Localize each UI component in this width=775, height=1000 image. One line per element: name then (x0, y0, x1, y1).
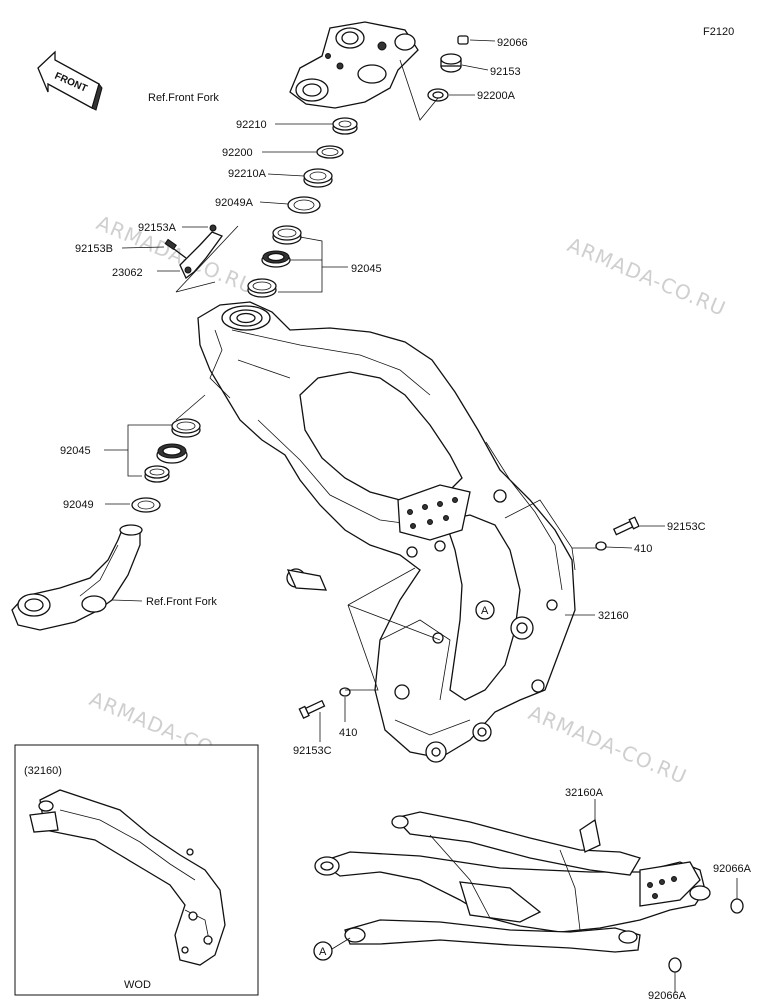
label-32160: 32160 (598, 610, 629, 622)
label-ref-front-fork-top: Ref.Front Fork (148, 92, 219, 104)
front-arrow-icon: FRONT (37, 50, 103, 111)
label-92153: 92153 (490, 66, 521, 78)
inset-label: (32160) (24, 765, 62, 777)
label-92153A: 92153A (138, 222, 177, 234)
label-92153B: 92153B (75, 243, 113, 255)
label-92045-lower: 92045 (60, 445, 91, 457)
label-23062: 23062 (112, 267, 143, 279)
label-32160A: 32160A (565, 787, 604, 799)
callout-a-upper: A (481, 605, 489, 617)
callout-a-lower: A (319, 946, 327, 958)
top-cap-parts (399, 35, 496, 121)
label-92066A-upper: 92066A (713, 863, 752, 875)
frame-bolts: A (298, 499, 665, 742)
inset-caption: WOD (124, 979, 151, 991)
label-92066-top: 92066 (497, 37, 528, 49)
bracket-23062 (121, 224, 239, 293)
label-92210: 92210 (236, 119, 267, 131)
label-92049: 92049 (63, 499, 94, 511)
part-labels: 92066 92153 92200A Ref.Front Fork 92210 … (60, 37, 752, 1000)
label-92200A: 92200A (477, 90, 516, 102)
watermark-top-right: ARMADA-CO.RU (564, 233, 730, 321)
subframe-32160A: A (313, 799, 744, 993)
label-ref-front-fork-bottom: Ref.Front Fork (146, 596, 217, 608)
lower-bracket (11, 524, 143, 631)
upper-bracket (289, 21, 419, 109)
label-410-left: 410 (339, 727, 357, 739)
label-92045-upper: 92045 (351, 263, 382, 275)
watermark-bottom-right: ARMADA-CO.RU (525, 701, 691, 789)
steering-bearing-stack (247, 117, 358, 298)
label-92210A: 92210A (228, 168, 267, 180)
label-410-right: 410 (634, 543, 652, 555)
main-frame (197, 301, 576, 763)
label-92066A-lower: 92066A (648, 990, 687, 1000)
label-92200: 92200 (222, 147, 253, 159)
diagram-code: F2120 (703, 26, 734, 38)
label-92153C-left: 92153C (293, 745, 332, 757)
inset-box: (32160) WOD (14, 744, 259, 996)
label-92049A: 92049A (215, 197, 254, 209)
lower-bearing-stack (104, 394, 206, 513)
label-92153C-right: 92153C (667, 521, 706, 533)
